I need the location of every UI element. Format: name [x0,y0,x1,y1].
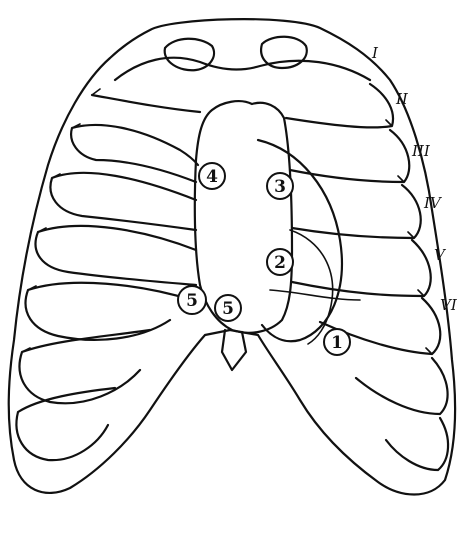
apex-arc [290,230,333,344]
marker-4-tricuspid: 4 [199,163,225,189]
rib-label-ii: II [395,90,409,108]
marker-3-erb-point: 3 [267,173,293,199]
rib-label-v: V [434,246,447,264]
sternum [195,101,292,333]
left-rib-7 [16,388,115,460]
right-clavicular-window [261,37,307,68]
right-rib-6 [356,358,448,414]
marker-5-right: 5 [215,295,241,321]
right-rib-3 [292,185,421,238]
rib-label-iii: III [411,142,431,160]
right-rib-2 [290,130,409,182]
right-rib-4 [292,240,431,296]
marker-1-mitral: 1 [324,329,350,355]
rib-cage-outline [9,19,455,494]
marker-label: 4 [206,167,218,187]
left-clavicular-window [165,39,214,71]
rib-label-iv: IV [423,194,443,212]
marker-label: 1 [331,333,343,353]
right-rib-1 [286,84,393,127]
marker-5-left: 5 [178,286,206,314]
first-rib-arch [115,58,370,80]
xiphoid-process [222,330,246,370]
left-rib-4 [36,226,196,285]
marker-2-pulmonary: 2 [267,249,293,275]
left-rib-1 [92,95,200,112]
marker-label: 2 [274,253,286,273]
marker-label: 5 [222,299,234,319]
rib-label-i: I [371,44,379,62]
left-rib-3 [50,173,196,230]
marker-label: 5 [186,291,198,311]
marker-label: 3 [274,177,286,197]
left-rib-5 [26,283,192,340]
right-rib-7 [386,418,448,470]
rib-label-vi: VI [440,296,458,314]
